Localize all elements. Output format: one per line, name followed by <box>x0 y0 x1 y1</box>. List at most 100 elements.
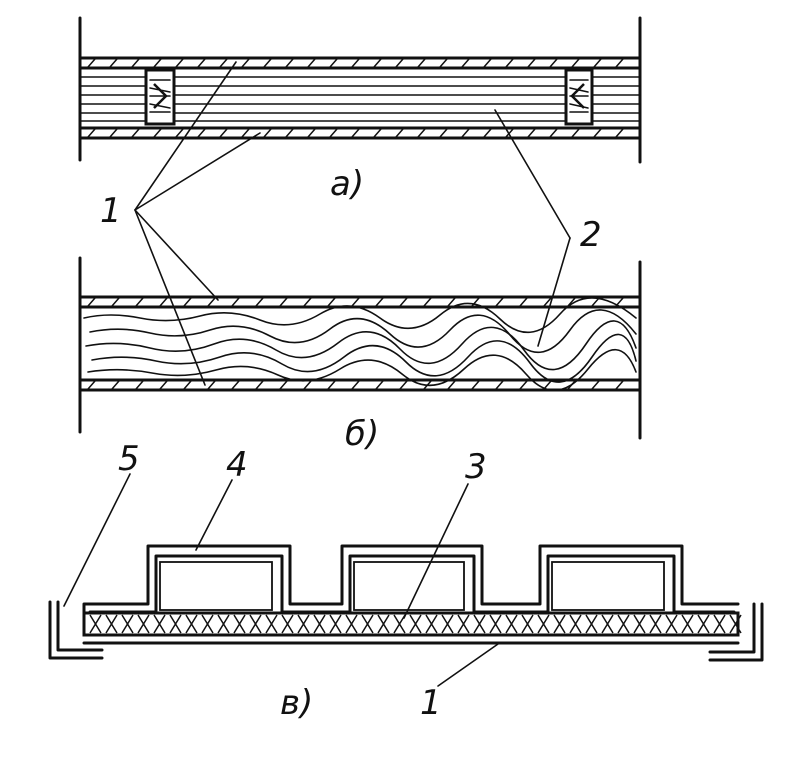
hatch-stroke <box>87 58 96 68</box>
callout-label-2: 2 <box>580 215 602 255</box>
callout-leader-4 <box>195 479 233 551</box>
hatch-stroke <box>303 297 312 307</box>
hatch-stroke <box>153 128 162 138</box>
crosshatch-stroke <box>697 614 710 634</box>
panel-a-top-hatched-layer <box>78 56 642 70</box>
hatch-stroke <box>615 380 624 390</box>
hatch-stroke <box>615 128 624 138</box>
crosshatch-stroke <box>729 614 742 634</box>
crosshatch-stroke <box>297 614 310 634</box>
hatch-stroke <box>219 128 228 138</box>
hatch-stroke <box>263 58 272 68</box>
hatch-stroke <box>395 58 404 68</box>
crosshatch-stroke <box>121 614 134 634</box>
panel-b-caption: б) <box>345 414 379 454</box>
cell-3 <box>551 561 665 611</box>
crosshatch-stroke <box>585 614 598 634</box>
hatch-stroke <box>591 380 600 390</box>
hatch-stroke <box>87 128 96 138</box>
hatch-stroke <box>175 128 184 138</box>
crosshatch-stroke <box>425 614 438 634</box>
callout-label-3: 3 <box>465 447 487 487</box>
callout-label-1-lower: 1 <box>420 683 442 723</box>
crosshatch-stroke <box>393 614 406 634</box>
hatch-stroke <box>505 128 514 138</box>
hatch-stroke <box>351 58 360 68</box>
panel-b: б) <box>78 256 642 454</box>
crosshatch-stroke <box>569 614 582 634</box>
crosshatch-stroke <box>217 614 230 634</box>
callout-leader-5 <box>63 473 131 607</box>
hatch-stroke <box>483 58 492 68</box>
crosshatch-stroke <box>633 614 646 634</box>
crosshatch-stroke <box>281 614 294 634</box>
panel-c-caption: в) <box>280 683 313 723</box>
hatch-stroke <box>219 58 228 68</box>
hatch-stroke <box>423 380 432 390</box>
hatch-stroke <box>231 380 240 390</box>
crosshatch-stroke <box>441 614 454 634</box>
panel-a-left-spacer <box>144 68 176 126</box>
crosshatch-stroke <box>105 614 118 634</box>
hatch-stroke <box>417 128 426 138</box>
hatch-stroke <box>543 297 552 307</box>
hatch-stroke <box>483 128 492 138</box>
hatch-stroke <box>197 128 206 138</box>
hatch-stroke <box>439 128 448 138</box>
crosshatch-stroke <box>265 614 278 634</box>
hatch-stroke <box>159 380 168 390</box>
hatch-stroke <box>159 297 168 307</box>
hatch-stroke <box>263 128 272 138</box>
crosshatch-stroke <box>89 614 102 634</box>
hatch-stroke <box>375 297 384 307</box>
crosshatch-stroke <box>185 614 198 634</box>
hatch-stroke <box>351 297 360 307</box>
panel-b-wavy-fiber-filling <box>83 297 637 392</box>
callout-leader-1-lower <box>437 643 499 687</box>
crosshatch-stroke <box>201 614 214 634</box>
crosshatch-stroke <box>169 614 182 634</box>
hatch-stroke <box>307 58 316 68</box>
hatch-stroke <box>549 58 558 68</box>
hatch-stroke <box>327 297 336 307</box>
hatch-stroke <box>593 128 602 138</box>
hatch-stroke <box>285 58 294 68</box>
corrugated-profile-outer <box>82 544 740 614</box>
callout-label-1-upper: 1 <box>100 191 122 231</box>
hatch-stroke <box>593 58 602 68</box>
hatch-stroke <box>571 58 580 68</box>
callout-leaders-2 <box>494 109 571 347</box>
hatch-stroke <box>543 380 552 390</box>
hatch-stroke <box>327 380 336 390</box>
hatch-stroke <box>549 128 558 138</box>
crosshatch-stroke <box>153 614 166 634</box>
panel-a: а) <box>78 16 642 204</box>
hatch-stroke <box>329 128 338 138</box>
hatch-stroke <box>399 297 408 307</box>
hatch-stroke <box>567 380 576 390</box>
crosshatch-stroke <box>681 614 694 634</box>
callout-label-4: 4 <box>226 445 248 485</box>
hatch-stroke <box>241 128 250 138</box>
hatch-stroke <box>153 58 162 68</box>
hatch-stroke <box>255 380 264 390</box>
crosshatch-stroke <box>457 614 470 634</box>
callout-leader-3 <box>403 483 469 619</box>
panel-a-bottom-hatched-layer <box>78 126 642 140</box>
crosshatch-stroke <box>233 614 246 634</box>
hatch-stroke <box>373 58 382 68</box>
hatch-stroke <box>417 58 426 68</box>
hatch-stroke <box>231 297 240 307</box>
hatch-stroke <box>285 128 294 138</box>
hatch-stroke <box>87 380 96 390</box>
panel-a-caption: а) <box>330 164 364 204</box>
hatch-stroke <box>183 380 192 390</box>
crosshatch-stroke <box>377 614 390 634</box>
hatch-stroke <box>255 297 264 307</box>
hatch-stroke <box>519 297 528 307</box>
hatch-stroke <box>183 297 192 307</box>
crosshatch-stroke <box>249 614 262 634</box>
hatch-stroke <box>447 297 456 307</box>
crosshatch-stroke <box>489 614 502 634</box>
